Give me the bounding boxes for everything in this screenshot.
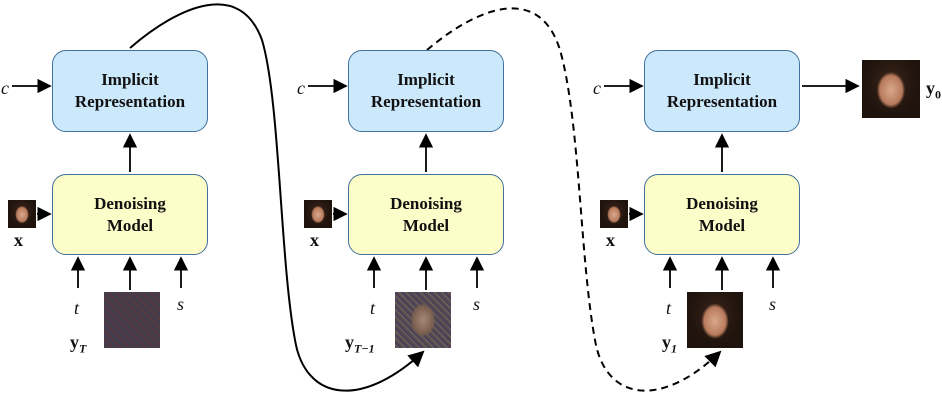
y-label: y1 — [662, 332, 677, 356]
x-label: x — [606, 230, 615, 250]
x-label: x — [14, 230, 23, 250]
denoising-model-box: Denoising Model — [348, 174, 504, 255]
output-face-image — [862, 60, 920, 118]
denoising-model-box: Denoising Model — [52, 174, 208, 255]
output-label: y0 — [926, 78, 941, 102]
t-label: t — [370, 298, 376, 318]
implicit-representation-box: Implicit Representation — [348, 50, 504, 132]
implicit-representation-box: Implicit Representation — [52, 50, 208, 132]
s-label: s — [769, 294, 777, 314]
s-label: s — [177, 294, 185, 314]
condition-label: c — [593, 78, 601, 98]
implicit-representation-box: Implicit Representation — [644, 50, 800, 132]
x-label: x — [310, 230, 319, 250]
denoising-model-box: Denoising Model — [644, 174, 800, 255]
s-label: s — [473, 294, 481, 314]
noise-image — [104, 292, 160, 348]
t-label: t — [666, 298, 672, 318]
input-face-image — [600, 200, 628, 228]
noisy-face-image — [395, 292, 451, 348]
condition-label: c — [297, 78, 305, 98]
y-label: yT — [70, 332, 87, 356]
y-label: yT−1 — [345, 332, 375, 356]
input-face-image — [304, 200, 332, 228]
input-face-image — [8, 200, 36, 228]
clean-face-image — [687, 292, 743, 348]
t-label: t — [74, 298, 80, 318]
condition-label: c — [1, 78, 9, 98]
loop-arrow-solid — [129, 3, 425, 392]
